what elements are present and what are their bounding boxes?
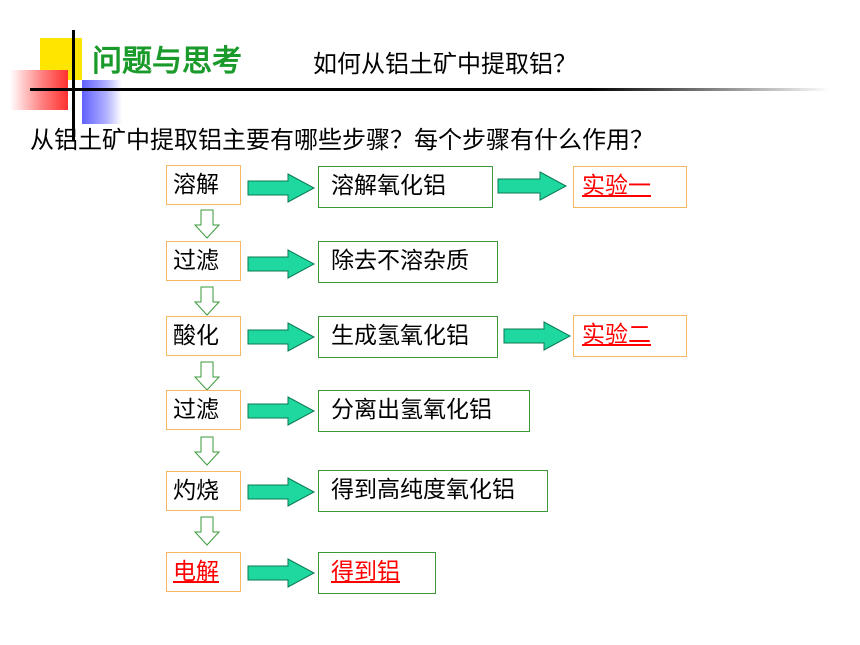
right-arrow-icon	[247, 249, 316, 279]
right-arrow-icon	[247, 322, 316, 352]
step-box-4: 过滤	[166, 390, 241, 430]
right-arrow-icon	[247, 173, 316, 203]
step-description: 得到铝	[331, 559, 400, 585]
step-description: 得到高纯度氧化铝	[331, 477, 515, 503]
experiment-link-1[interactable]: 实验一	[573, 166, 687, 208]
step-box-1: 溶解	[166, 165, 241, 205]
step-description: 生成氢氧化铝	[331, 323, 469, 349]
experiment-label: 实验一	[582, 173, 651, 199]
step-box-5: 灼烧	[166, 471, 241, 511]
step-label: 过滤	[173, 248, 219, 274]
desc-box-4: 分离出氢氧化铝	[318, 390, 530, 432]
down-arrow-icon	[193, 516, 221, 546]
down-arrow-icon	[193, 361, 221, 391]
page-subtitle: 如何从铝土矿中提取铝？	[313, 50, 577, 78]
decor-vertical-line	[72, 30, 75, 140]
step-label: 过滤	[173, 397, 219, 423]
question-text: 从铝土矿中提取铝主要有哪些步骤？每个步骤有什么作用？	[30, 126, 654, 154]
step-label: 灼烧	[173, 478, 219, 504]
right-arrow-icon	[247, 477, 316, 507]
step-description: 分离出氢氧化铝	[331, 397, 492, 423]
right-arrow-icon	[247, 558, 316, 588]
decor-blue-square	[82, 80, 122, 124]
step-label: 电解	[173, 559, 219, 585]
right-arrow-icon	[247, 396, 316, 426]
step-box-6: 电解	[166, 552, 241, 592]
right-arrow-icon	[503, 321, 572, 351]
step-description: 溶解氧化铝	[331, 173, 446, 199]
step-box-3: 酸化	[166, 316, 241, 356]
experiment-label: 实验二	[582, 322, 651, 348]
desc-box-6: 得到铝	[318, 552, 436, 594]
down-arrow-icon	[193, 436, 221, 466]
step-description: 除去不溶杂质	[331, 248, 469, 274]
down-arrow-icon	[193, 209, 221, 239]
page-title: 问题与思考	[92, 44, 242, 79]
step-box-2: 过滤	[166, 241, 241, 281]
down-arrow-icon	[193, 286, 221, 316]
decor-horizontal-line	[30, 88, 830, 91]
step-label: 酸化	[173, 323, 219, 349]
desc-box-3: 生成氢氧化铝	[318, 316, 498, 358]
desc-box-1: 溶解氧化铝	[318, 166, 493, 208]
desc-box-5: 得到高纯度氧化铝	[318, 470, 548, 512]
right-arrow-icon	[497, 171, 568, 201]
experiment-link-2[interactable]: 实验二	[573, 315, 687, 357]
step-label: 溶解	[173, 172, 219, 198]
desc-box-2: 除去不溶杂质	[318, 241, 498, 283]
